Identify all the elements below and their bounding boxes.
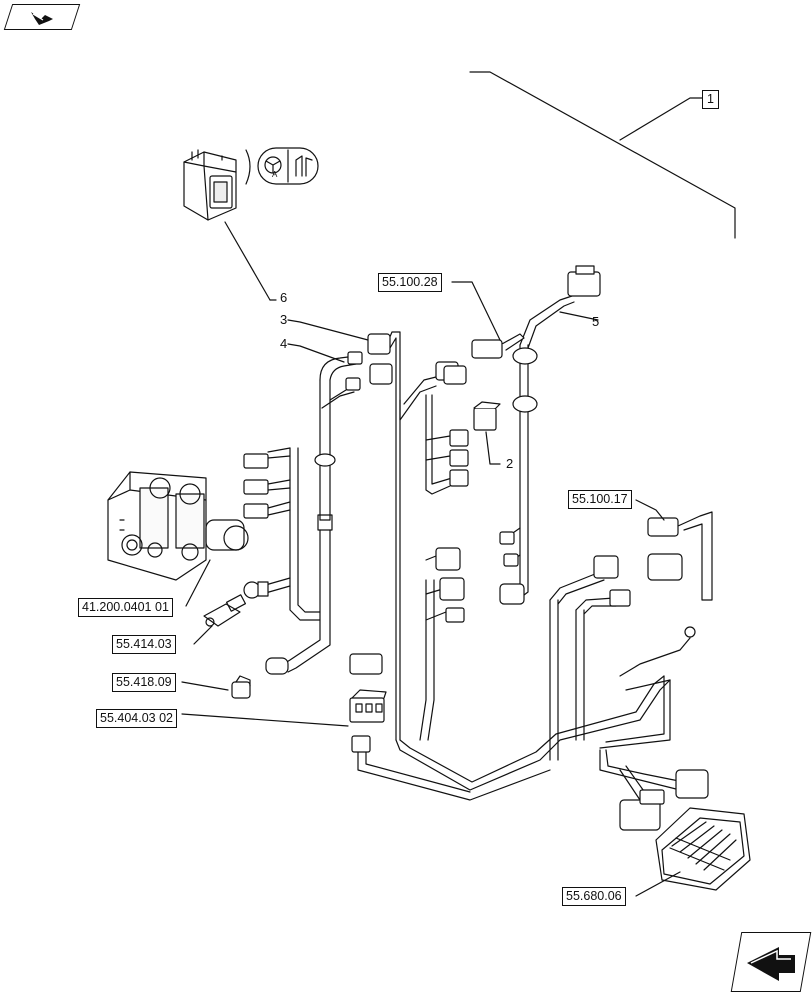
next-page-arrow-icon [747,947,795,981]
ref-55-100-17[interactable]: 55.100.17 [568,490,632,509]
back-nav-button[interactable] [3,4,81,30]
switch-symbol-label: A [272,170,278,179]
item-1-bracket [469,71,736,239]
leader-41-200 [185,559,211,607]
callout-3[interactable]: 3 [280,312,288,327]
leader-55-680 [635,871,681,897]
ecu-module [655,807,751,891]
ref-55-404-03-02[interactable]: 55.404.03 02 [96,709,177,728]
callout-1[interactable]: 1 [702,90,719,109]
callout-2[interactable]: 2 [506,456,514,471]
leader-55-414 [193,625,213,645]
ref-55-414-03[interactable]: 55.414.03 [112,635,176,654]
callout-6[interactable]: 6 [280,290,288,305]
ref-55-680-06[interactable]: 55.680.06 [562,887,626,906]
ref-55-418-09[interactable]: 55.418.09 [112,673,176,692]
rocker-switch [183,149,237,221]
reference-leaders [287,281,665,521]
ref-41-200-0401-01[interactable]: 41.200.0401 01 [78,598,173,617]
leader-6 [224,221,271,301]
back-arrow-icon [31,12,53,25]
switch-symbol-icon [245,147,319,185]
small-sensor [231,675,251,699]
connectors [243,265,713,831]
callout-4[interactable]: 4 [280,336,288,351]
callout-5[interactable]: 5 [592,314,600,329]
leader-55-418 [181,681,229,691]
relay-socket [349,689,387,723]
leader-55-404 [181,713,349,727]
valve-block [107,471,249,581]
next-page-button[interactable] [730,932,812,992]
ref-55-100-28[interactable]: 55.100.28 [378,273,442,292]
pressure-sensor [203,594,247,627]
